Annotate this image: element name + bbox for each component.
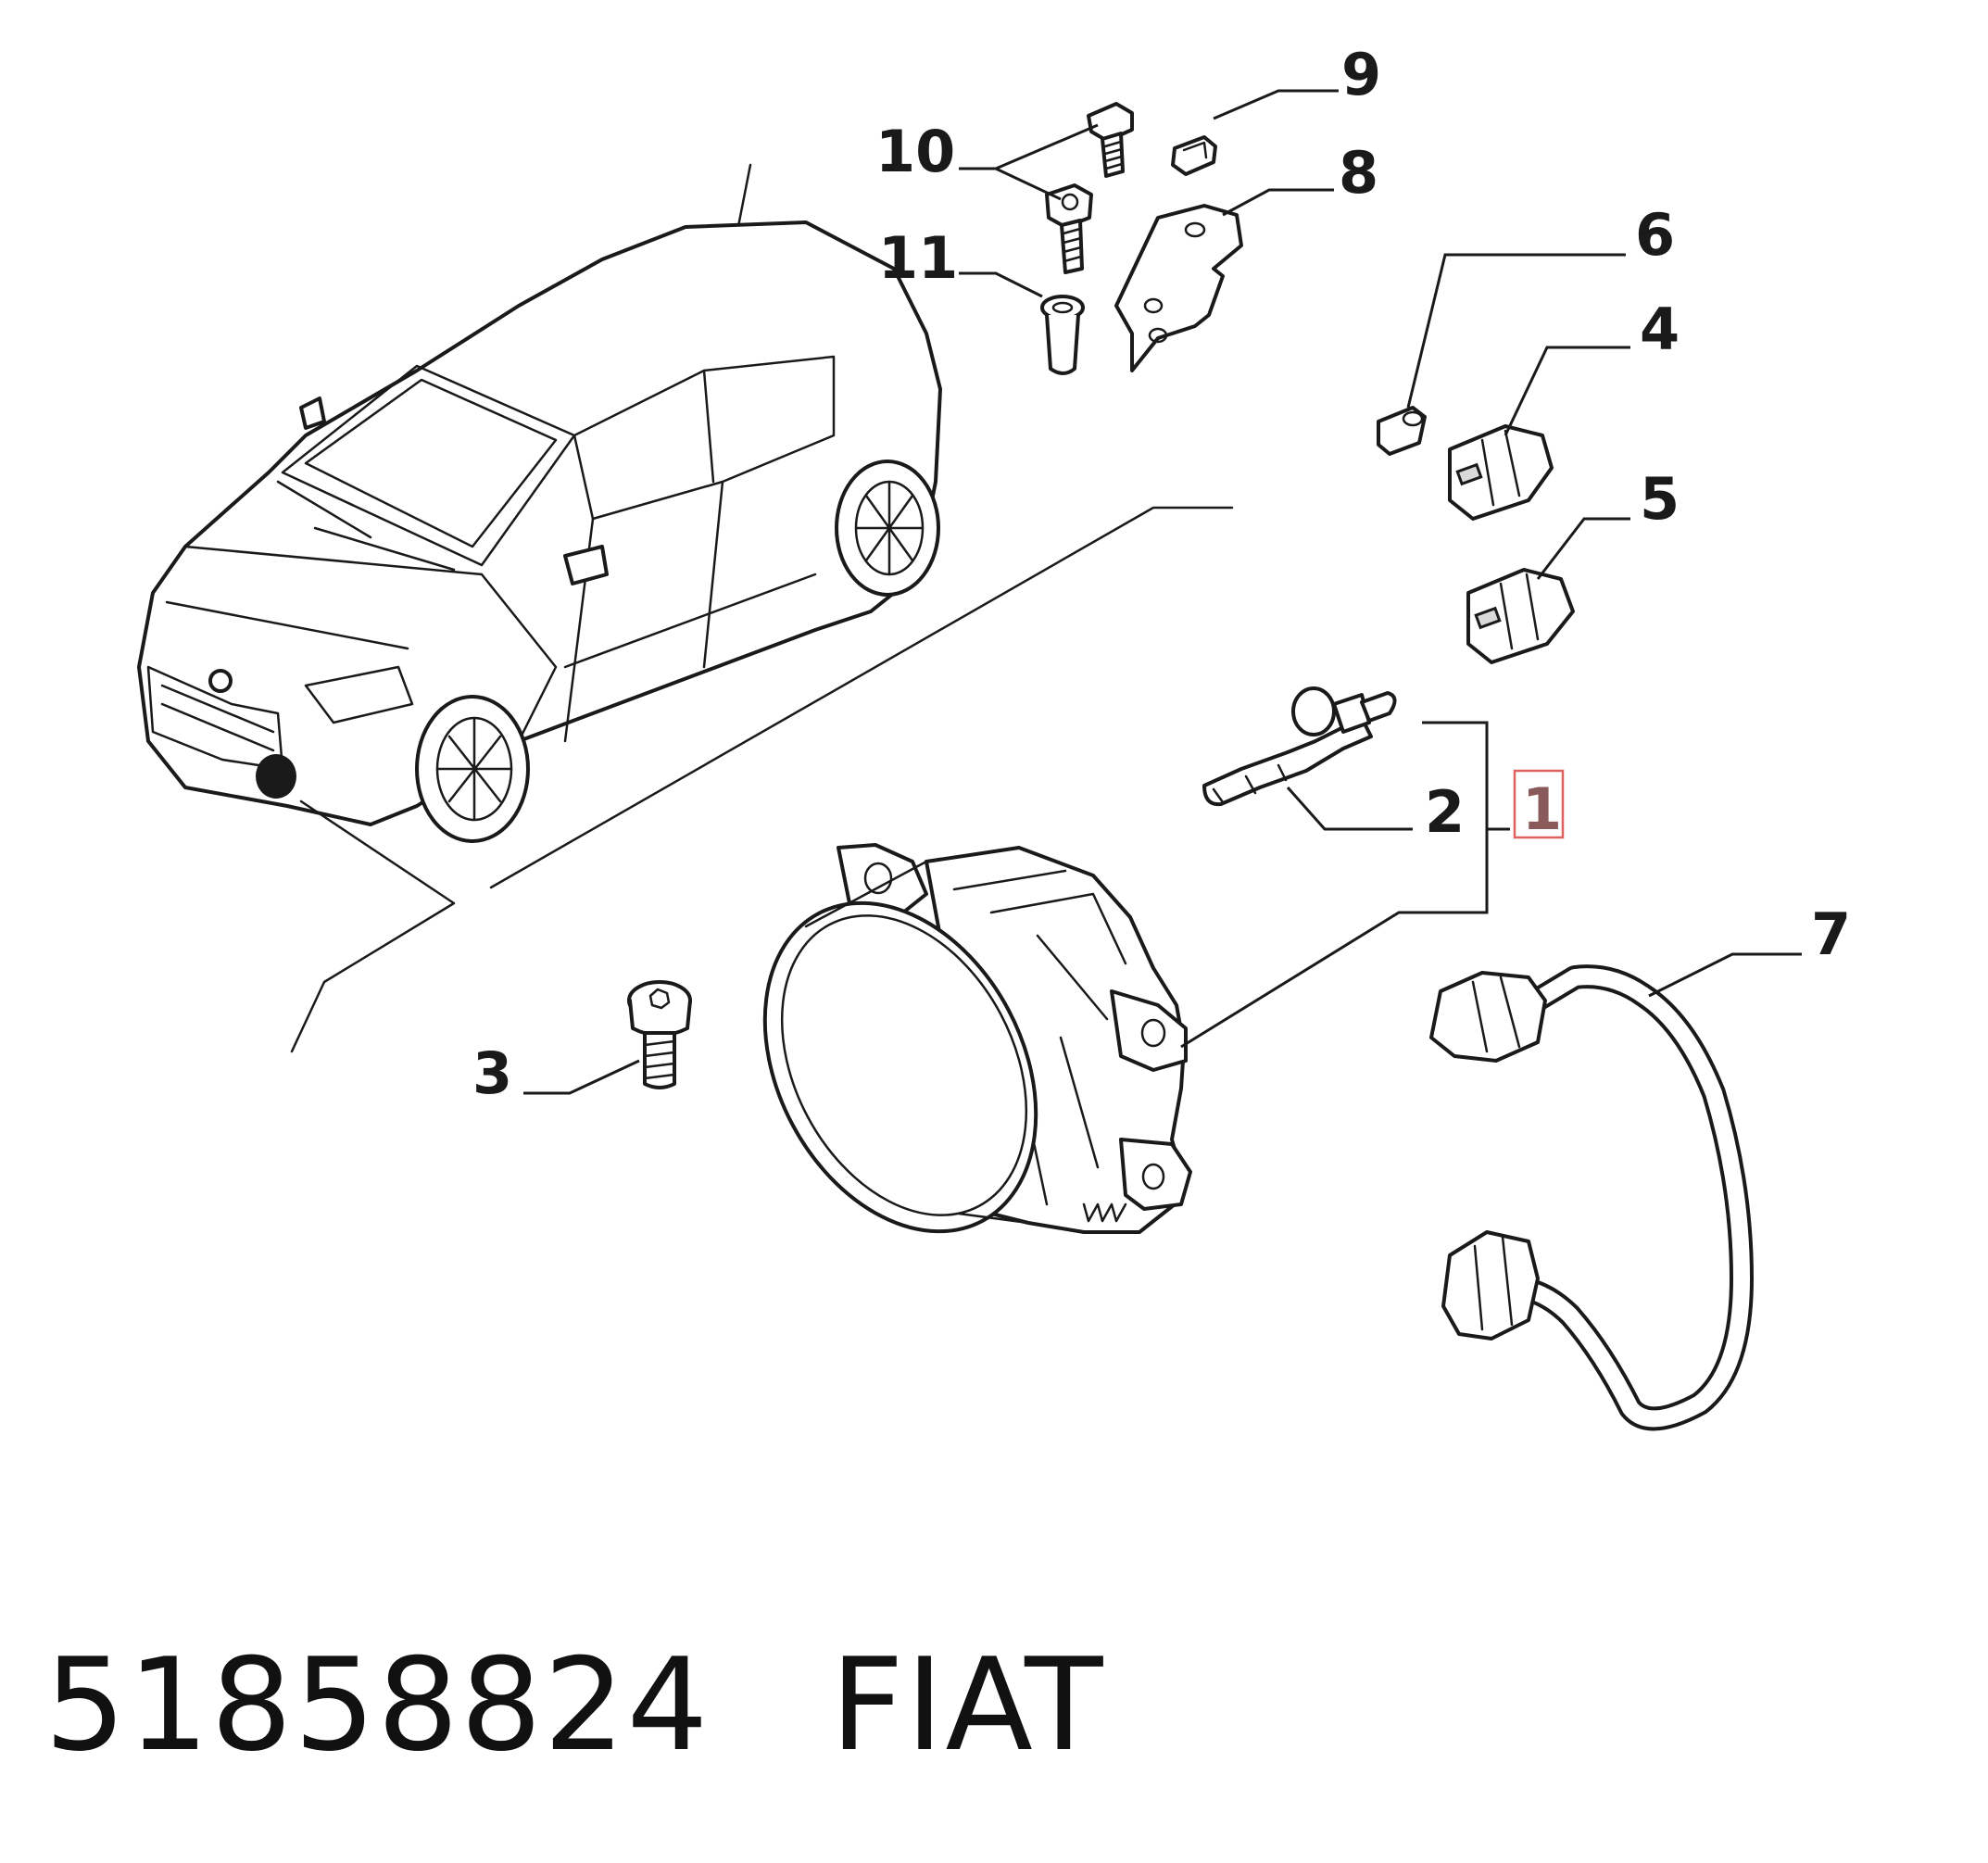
callout-11: 11 [878,224,958,292]
part-7-harness [1429,964,1754,1431]
leader-lines [523,89,1802,1095]
callout-1: 1 [1522,775,1562,843]
part-9-clip [1171,135,1217,176]
callout-8: 8 [1339,139,1378,207]
part-number: 51858824 [44,1630,711,1780]
callout-3: 3 [472,1039,512,1107]
callout-9: 9 [1341,41,1381,108]
part-11-spacer [1040,295,1085,375]
car-illustration [137,163,942,843]
callout-5: 5 [1640,465,1680,533]
callout-1-highlight-box [1513,769,1565,839]
part-8-bracket [1114,204,1243,372]
fog-lamp-assembly [762,843,1192,1234]
part-caption: 51858824 FIAT [44,1630,1105,1780]
brand-name: FIAT [830,1630,1105,1780]
zoom-lines [290,506,1234,1053]
callout-6: 6 [1635,201,1675,269]
callout-labels: 9 10 8 11 6 4 5 2 3 7 1 [472,41,1851,1107]
front-wheel [415,695,530,843]
part-2-bulb [1202,686,1397,807]
part-5-connector [1466,568,1575,664]
part-10-bolts [1045,102,1134,274]
rear-wheel [835,459,940,597]
callout-4: 4 [1640,296,1680,363]
callout-7: 7 [1811,900,1851,968]
callout-10: 10 [875,118,955,185]
callout-2: 2 [1425,778,1465,846]
part-3-bolt [627,980,692,1089]
part-4-connector [1448,424,1554,521]
part-6-plug [1377,406,1427,456]
exploded-parts-diagram: 9 10 8 11 6 4 5 2 3 7 1 [137,41,1851,1431]
